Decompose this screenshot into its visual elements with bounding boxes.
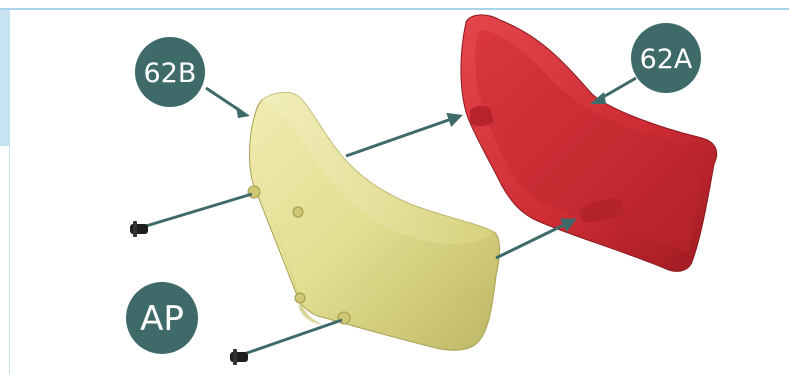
callout-62a: 62A — [590, 23, 701, 104]
screw-guide-lower — [244, 320, 342, 354]
callout-62b-label: 62B — [144, 58, 197, 89]
part-62b — [248, 93, 500, 351]
callout-ap: AP — [126, 282, 198, 354]
screw-guide-upper — [146, 194, 252, 226]
callout-62b: 62B — [135, 37, 250, 118]
screw-icon — [230, 349, 248, 365]
callout-ap-label: AP — [140, 299, 184, 339]
assembly-arrow-upper — [346, 116, 460, 156]
assembly-arrow-lower — [496, 220, 574, 258]
screw-icon — [130, 221, 148, 237]
callout-62a-label: 62A — [640, 44, 693, 75]
